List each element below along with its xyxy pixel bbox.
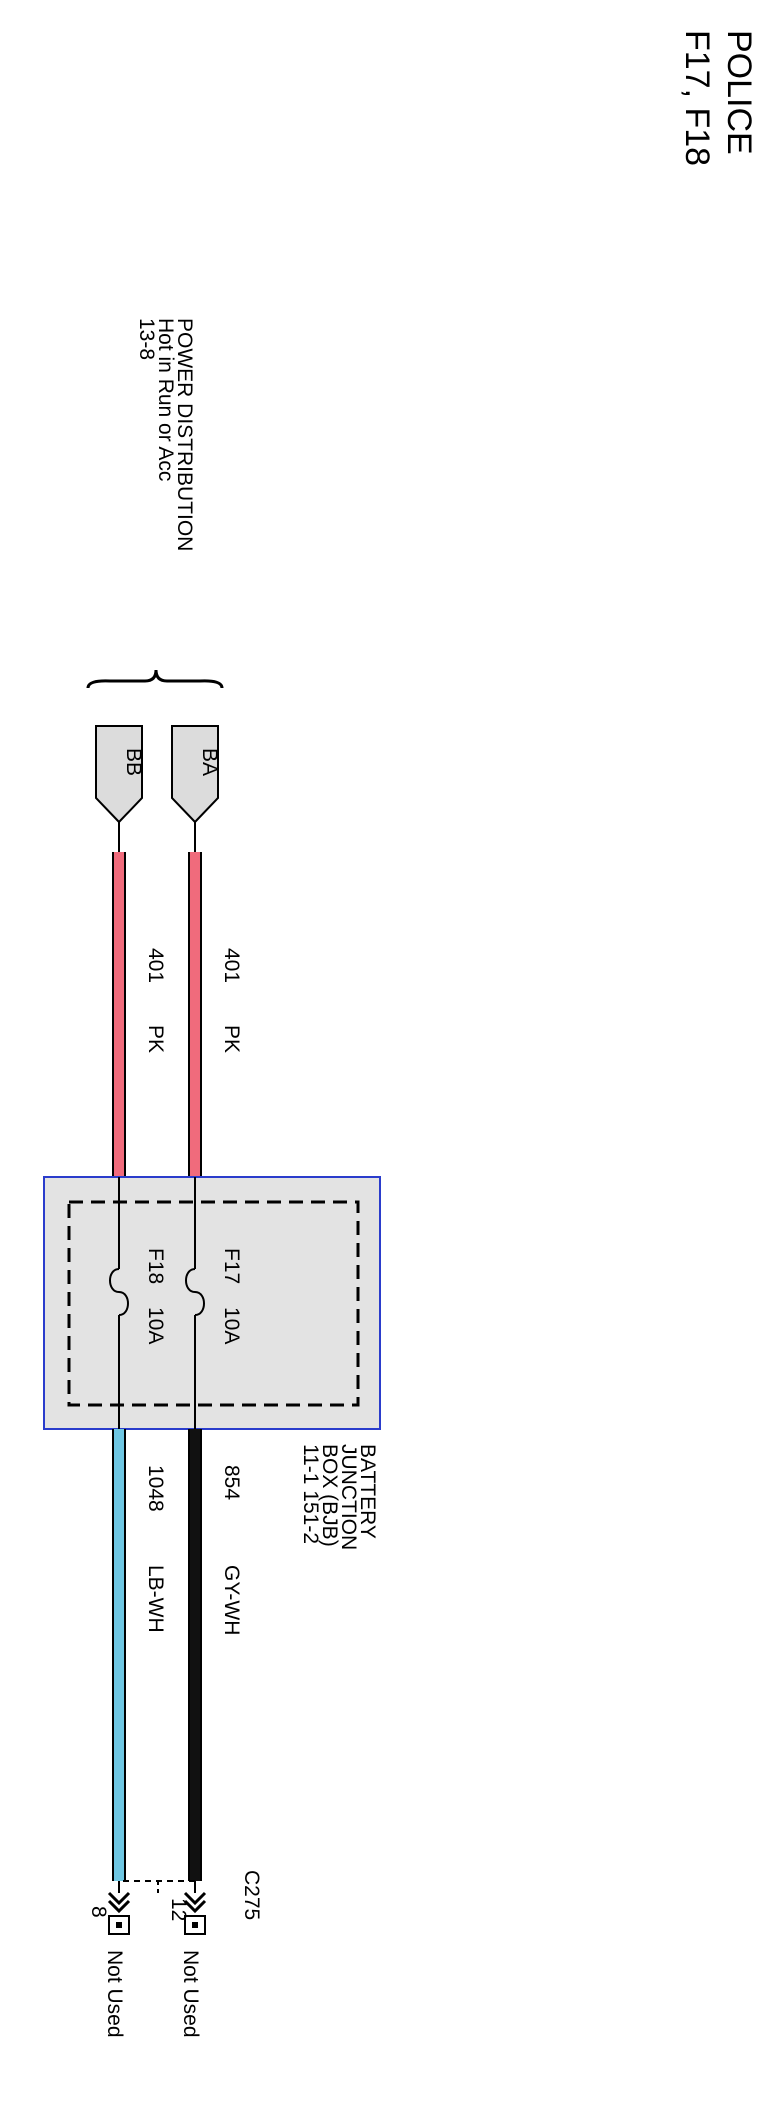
wire-401-color-a: PK (220, 1025, 243, 1053)
junction-box-label-1: BATTERY (356, 1444, 379, 1539)
junction-box-label-2: JUNCTION (337, 1444, 360, 1550)
diagram-subtitle: F17, F18 (678, 30, 716, 166)
connector-ba-label: BA (198, 748, 221, 776)
wire-1048-color: LB-WH (144, 1565, 167, 1633)
connector-bb: BB (95, 725, 145, 824)
pin-12-number: 12 (167, 1898, 190, 1921)
connector-bb-label: BB (122, 748, 145, 776)
fuse-f17-symbol (185, 1268, 205, 1316)
junction-box-inner-boundary (67, 1200, 360, 1407)
power-source-ref: 13-8 (135, 318, 158, 360)
pin-12-status: Not Used (179, 1950, 202, 2038)
power-source-label: POWER DISTRIBUTION (173, 318, 196, 551)
battery-junction-box (43, 1176, 381, 1430)
wire-854-color: GY-WH (220, 1565, 243, 1635)
junction-box-ref: 11-1 151-2 (299, 1444, 322, 1544)
fuse-f17-name: F17 (220, 1248, 243, 1284)
connector-ba: BA (171, 725, 221, 824)
fuse-f17-rating: 10A (220, 1307, 243, 1344)
wire-401-circuit-a: 401 (220, 948, 243, 983)
pin-8-status: Not Used (103, 1950, 126, 2038)
fuse-f18-name: F18 (144, 1248, 167, 1284)
junction-box-label-3: BOX (BJB) (318, 1444, 341, 1547)
wire-401-circuit-b: 401 (144, 948, 167, 983)
connector-c275-name: C275 (240, 1870, 263, 1920)
connector-pin-12 (183, 1881, 207, 1935)
connector-brace (86, 669, 224, 689)
fuse-f18-symbol (109, 1268, 129, 1316)
wire-1048-circuit: 1048 (144, 1465, 167, 1512)
fuse-f18-rating: 10A (144, 1307, 167, 1344)
diagram-title: POLICE (720, 30, 758, 155)
pin-8-number: 8 (87, 1906, 110, 1918)
wire-401-color-b: PK (144, 1025, 167, 1053)
power-source-condition: Hot in Run or Acc (154, 318, 177, 481)
wire-854-circuit: 854 (220, 1465, 243, 1500)
connector-pin-8 (107, 1881, 131, 1935)
